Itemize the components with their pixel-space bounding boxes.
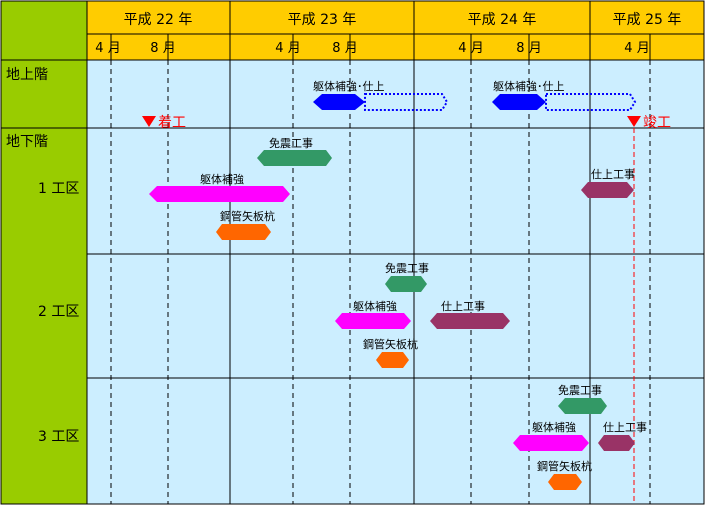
task-label: 躯体補強 bbox=[353, 299, 397, 313]
task-label: 免震工事 bbox=[385, 261, 429, 275]
completion-milestone-icon bbox=[627, 116, 641, 127]
header-background bbox=[1, 1, 704, 60]
year-label-h24: 平成 24 年 bbox=[468, 12, 537, 28]
month-label: 4 月 bbox=[275, 41, 300, 56]
row-label-above-ground: 地上階 bbox=[6, 67, 48, 83]
month-guides bbox=[110, 60, 651, 504]
zone2-steel-pile-bar bbox=[376, 352, 409, 368]
task-label: 免震工事 bbox=[269, 136, 313, 150]
zone1-seismic-bar bbox=[257, 150, 332, 166]
start-milestone-label: 着工 bbox=[158, 115, 186, 131]
month-ticks bbox=[110, 34, 651, 60]
task-label: 躯体補強･仕上 bbox=[493, 79, 565, 93]
task-label: 躯体補強 bbox=[200, 172, 244, 186]
task-label: 仕上工事 bbox=[591, 168, 635, 181]
task-label: 躯体補強･仕上 bbox=[313, 79, 385, 93]
zone1-finish-bar bbox=[581, 182, 634, 198]
row-label-zone-2: 2 工区 bbox=[38, 304, 79, 320]
zone3-seismic-bar bbox=[558, 398, 607, 414]
month-label: 4 月 bbox=[624, 41, 649, 56]
zone3-foundation-bar bbox=[513, 435, 589, 451]
year-label-h22: 平成 22 年 bbox=[124, 12, 193, 28]
year-label-h23: 平成 23 年 bbox=[288, 12, 357, 28]
task-label: 仕上工事 bbox=[603, 421, 647, 434]
month-label: 4 月 bbox=[458, 41, 483, 56]
zone3-steel-pile-bar bbox=[548, 474, 582, 490]
task-label: 鋼管矢板杭 bbox=[537, 459, 592, 473]
year-label-h25: 平成 25 年 bbox=[613, 12, 682, 28]
zone2-seismic-bar bbox=[385, 276, 427, 292]
completion-milestone-label: 竣工 bbox=[643, 115, 671, 131]
zone1-foundation-bar bbox=[149, 186, 290, 202]
task-label: 仕上工事 bbox=[441, 300, 485, 313]
start-milestone-icon bbox=[142, 116, 156, 127]
above-ground-bar-2 bbox=[492, 94, 546, 110]
above-ground-bar-1-extension bbox=[364, 93, 449, 111]
row-label-column bbox=[1, 1, 87, 504]
month-label: 4 月 bbox=[95, 41, 120, 56]
row-label-zone-1: 1 工区 bbox=[38, 181, 79, 197]
task-label: 鋼管矢板杭 bbox=[363, 337, 418, 351]
month-label: 8 月 bbox=[516, 41, 541, 56]
month-label: 8 月 bbox=[150, 41, 175, 56]
zone1-steel-pile-bar bbox=[216, 224, 271, 240]
above-ground-bar-2-extension bbox=[545, 93, 637, 111]
zone2-finish-bar bbox=[430, 313, 510, 329]
row-label-zone-3: 3 工区 bbox=[38, 429, 79, 445]
task-label: 鋼管矢板杭 bbox=[220, 209, 275, 223]
task-label: 躯体補強 bbox=[532, 420, 576, 434]
task-label: 免震工事 bbox=[558, 383, 602, 397]
month-label: 8 月 bbox=[332, 41, 357, 56]
above-ground-bar-1 bbox=[313, 94, 365, 110]
zone2-foundation-bar bbox=[335, 313, 411, 329]
zone3-finish-bar bbox=[598, 435, 635, 451]
row-label-below-ground: 地下階 bbox=[6, 134, 48, 150]
